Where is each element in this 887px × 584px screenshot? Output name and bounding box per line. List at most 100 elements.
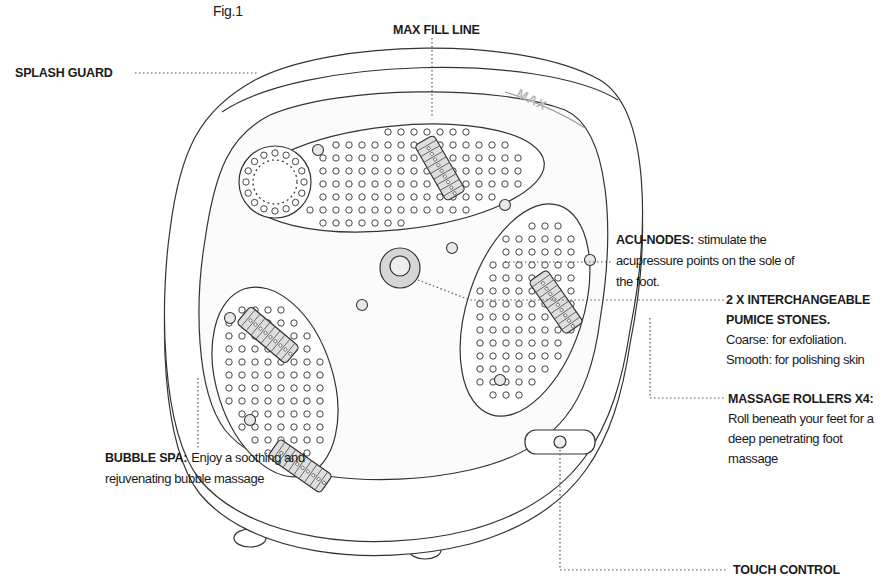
acu-node (333, 155, 339, 161)
acu-node (292, 158, 298, 164)
roller-nub (571, 324, 575, 328)
leader-line (197, 378, 198, 450)
acu-node (411, 155, 417, 161)
acu-node (372, 155, 378, 161)
acu-node (477, 327, 483, 333)
acu-node (226, 333, 232, 339)
acu-node (516, 275, 522, 281)
acu-node (477, 301, 483, 307)
acu-node (346, 194, 352, 200)
acu-node (555, 223, 561, 229)
acu-node (437, 129, 443, 135)
acu-node (291, 320, 297, 326)
acu-node (385, 168, 391, 174)
acu-node (503, 366, 509, 372)
roller-ridge (536, 280, 554, 293)
acu-node (529, 379, 535, 385)
acu-node (304, 372, 310, 378)
acu-node (283, 152, 289, 158)
roller-body (236, 306, 299, 364)
roller-nub (556, 302, 560, 306)
acu-node (226, 385, 232, 391)
acu-node (385, 194, 391, 200)
acu-node (503, 340, 509, 346)
acu-node (320, 181, 326, 187)
roller-ridge (261, 327, 275, 344)
acu-node (489, 142, 495, 148)
acu-node (490, 340, 496, 346)
bubble-jet (447, 243, 458, 254)
acu-node (291, 359, 297, 365)
acu-node (555, 249, 561, 255)
acu-node-field (225, 129, 596, 469)
acu-node (424, 181, 430, 187)
roller-nub (300, 466, 304, 470)
roller-nub (273, 339, 278, 344)
acu-node (245, 168, 251, 174)
roller-nub (263, 331, 268, 336)
acu-node (239, 333, 245, 339)
acu-node (291, 424, 297, 430)
acu-node (243, 179, 249, 185)
acu-node (555, 340, 561, 346)
roller-nub (552, 297, 556, 301)
acu-node (278, 320, 284, 326)
acu-node (463, 142, 469, 148)
acu-node (239, 424, 245, 430)
roller-ridge (554, 306, 572, 319)
callout-heading: ACU-NODES: (616, 233, 694, 247)
acu-node (239, 307, 245, 313)
acu-node (291, 385, 297, 391)
callout: BUBBLE SPA:Enjoy a soothing and rejuvena… (105, 447, 320, 489)
acu-node (516, 301, 522, 307)
acu-node (490, 275, 496, 281)
acu-node (503, 314, 509, 320)
acu-node (490, 301, 496, 307)
acu-node (239, 346, 245, 352)
roller-nub (436, 163, 440, 167)
acu-node (503, 249, 509, 255)
acu-node (304, 346, 310, 352)
acu-node (299, 190, 305, 196)
acu-node (398, 168, 404, 174)
roller-ridge (310, 468, 323, 486)
acu-node (529, 223, 535, 229)
acu-node (503, 236, 509, 242)
acu-node (502, 181, 508, 187)
callout-text: Coarse: for exfoliation. (726, 330, 884, 350)
acu-node (278, 411, 284, 417)
acu-node (278, 307, 284, 313)
acu-node (372, 207, 378, 213)
acu-node (333, 220, 339, 226)
acu-node (503, 353, 509, 359)
leader-line (505, 261, 612, 262)
acu-node (252, 398, 258, 404)
acu-node (359, 220, 365, 226)
callout-heading: BUBBLE SPA: (105, 451, 187, 465)
acu-node (411, 129, 417, 135)
acu-node (304, 359, 310, 365)
leader-line (560, 450, 728, 570)
acu-node (398, 129, 404, 135)
acu-node (385, 220, 391, 226)
acu-node (398, 142, 404, 148)
acu-node (291, 411, 297, 417)
callout-heading: TOUCH CONTROL (733, 560, 883, 580)
acu-node (304, 424, 310, 430)
acu-node (411, 207, 417, 213)
acu-node (503, 327, 509, 333)
acu-node (450, 155, 456, 161)
acu-node (502, 142, 508, 148)
roller-ridge (547, 296, 565, 309)
acu-node (272, 208, 278, 214)
acu-node (477, 314, 483, 320)
roller-ridge (304, 464, 317, 482)
acu-node (555, 353, 561, 359)
roller-ridge (562, 317, 580, 330)
callout-heading: MASSAGE ROLLERS X4: (728, 389, 884, 409)
bubble-jet (357, 300, 368, 311)
acu-node (261, 152, 267, 158)
acu-node (476, 155, 482, 161)
roller-ridge (558, 312, 576, 325)
acu-node (385, 129, 391, 135)
